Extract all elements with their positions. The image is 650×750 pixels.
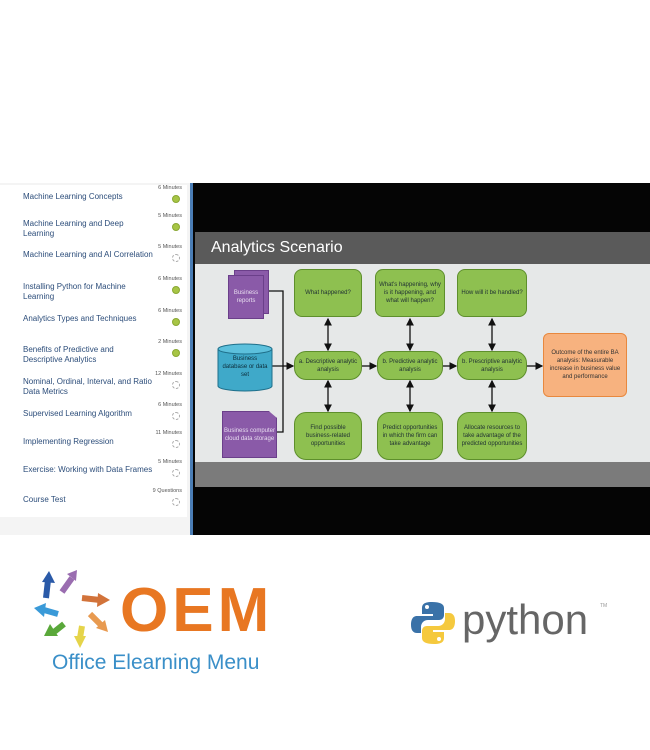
incomplete-status-icon: [172, 469, 180, 477]
lesson-duration: 2 Minutes: [158, 339, 182, 345]
lesson-title: Benefits of Predictive and Descriptive A…: [23, 345, 114, 364]
lesson-duration: 6 Minutes: [158, 308, 182, 314]
complete-status-icon: [172, 223, 180, 231]
source-cloud-storage: Business computer cloud data storage: [222, 411, 277, 458]
lesson-duration: 12 Minutes: [155, 371, 182, 377]
lesson-item[interactable]: Machine Learning and Deep Learning 5 Min…: [0, 213, 187, 249]
incomplete-status-icon: [172, 498, 180, 506]
panel-divider: [190, 183, 193, 535]
lesson-item[interactable]: Implementing Regression 11 Minutes: [0, 430, 187, 466]
oem-arrows-icon: [34, 570, 110, 648]
lesson-item[interactable]: Nominal, Ordinal, Interval, and Ratio Da…: [0, 371, 187, 407]
source-database: Business database or data set: [222, 356, 268, 378]
lesson-item[interactable]: Benefits of Predictive and Descriptive A…: [0, 339, 187, 375]
lesson-title: Nominal, Ordinal, Interval, and Ratio Da…: [23, 377, 152, 396]
outcome-prescriptive: Allocate resources to take advantage of …: [457, 412, 527, 460]
descriptive-analysis: a. Descriptive analytic analysis: [294, 351, 362, 380]
lesson-item[interactable]: Analytics Types and Techniques 6 Minutes: [0, 308, 187, 344]
complete-status-icon: [172, 349, 180, 357]
oem-logo-text: OEM: [120, 576, 274, 645]
lesson-title: Supervised Learning Algorithm: [23, 409, 132, 418]
lesson-duration: 5 Minutes: [158, 213, 182, 219]
question-predictive: What's happening, why is it happening, a…: [375, 269, 445, 317]
trademark-mark: TM: [600, 603, 608, 609]
complete-status-icon: [172, 195, 180, 203]
lesson-title: Machine Learning and Deep Learning: [23, 219, 124, 238]
question-prescriptive: How will it be handled?: [457, 269, 527, 317]
lesson-item[interactable]: Course Test 9 Questions: [0, 488, 187, 524]
lesson-duration: 6 Minutes: [158, 185, 182, 191]
lesson-item[interactable]: Supervised Learning Algorithm 6 Minutes: [0, 402, 187, 438]
complete-status-icon: [172, 318, 180, 326]
lesson-title: Installing Python for Machine Learning: [23, 282, 126, 301]
lesson-title: Machine Learning Concepts: [23, 192, 123, 201]
outcome-predictive: Predict opportunities in which the firm …: [377, 412, 443, 460]
lesson-item[interactable]: Installing Python for Machine Learning 6…: [0, 276, 187, 312]
incomplete-status-icon: [172, 381, 180, 389]
oem-tagline: Office Elearning Menu: [52, 651, 260, 674]
lesson-title: Analytics Types and Techniques: [23, 314, 137, 323]
python-logo-text: python: [462, 596, 589, 643]
database-cylinder: [217, 343, 273, 392]
slide-title: Analytics Scenario: [195, 232, 650, 264]
outcome-descriptive: Find possible business-related opportuni…: [294, 412, 362, 460]
incomplete-status-icon: [172, 254, 180, 262]
lesson-list: [0, 185, 187, 517]
prescriptive-analysis: b. Prescriptive analytic analysis: [457, 351, 527, 380]
final-outcome: Outcome of the entire BA analysis: Measu…: [543, 333, 627, 397]
lesson-duration: 5 Minutes: [158, 244, 182, 250]
predictive-analysis: b. Predictive analytic analysis: [377, 351, 443, 380]
lesson-item[interactable]: Machine Learning and AI Correlation 5 Mi…: [0, 244, 187, 280]
lesson-duration: 5 Minutes: [158, 459, 182, 465]
slide-footer-bar: [195, 462, 650, 487]
python-logo-icon: [411, 602, 455, 644]
lesson-item[interactable]: Machine Learning Concepts 6 Minutes: [0, 185, 187, 221]
lesson-item[interactable]: Exercise: Working with Data Frames 5 Min…: [0, 459, 187, 495]
lesson-duration: 11 Minutes: [155, 430, 183, 436]
lesson-duration: 6 Minutes: [158, 402, 182, 408]
lesson-title: Machine Learning and AI Correlation: [23, 250, 153, 259]
lesson-duration: 6 Minutes: [158, 276, 182, 282]
lesson-title: Exercise: Working with Data Frames: [23, 465, 153, 474]
lesson-title: Course Test: [23, 495, 66, 504]
lesson-duration: 9 Questions: [152, 488, 182, 494]
incomplete-status-icon: [172, 440, 180, 448]
question-descriptive: What happened?: [294, 269, 362, 317]
lesson-title: Implementing Regression: [23, 437, 114, 446]
complete-status-icon: [172, 286, 180, 294]
incomplete-status-icon: [172, 412, 180, 420]
source-business-reports: Business reports: [228, 275, 264, 319]
